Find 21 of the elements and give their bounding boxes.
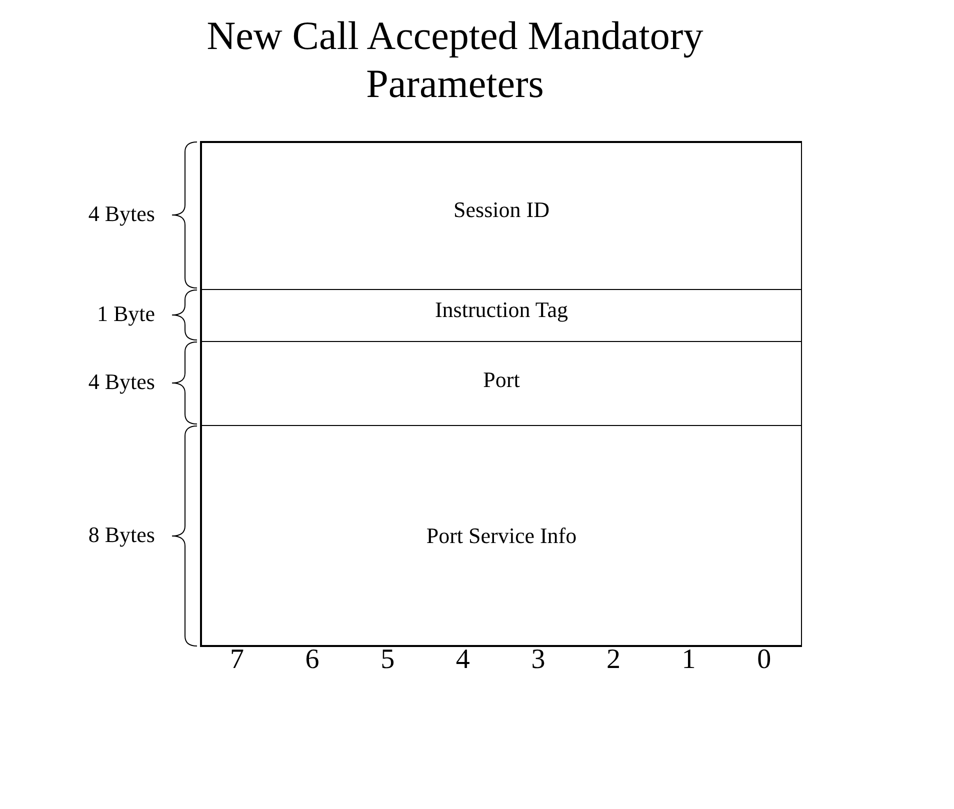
bit-number: 7 [229,644,245,676]
diagram-title: New Call Accepted Mandatory Parameters [206,12,704,108]
bit-number: 1 [680,644,697,676]
field-name: Port [483,366,520,392]
bit-number: 2 [606,644,622,676]
field-name: Port Service Info [426,522,577,548]
field-name: Instruction Tag [434,296,568,322]
bit-number: 6 [304,644,320,676]
bit-number: 4 [454,644,471,676]
size-label: 4 Bytes [88,369,155,395]
field-box [200,289,802,341]
bit-number: 3 [530,644,546,676]
size-label: 1 Byte [96,301,155,327]
size-label: 8 Bytes [88,522,155,548]
bit-number: 5 [380,644,396,676]
field-box [200,425,802,647]
field-box [200,141,802,289]
bit-number: 0 [756,644,772,676]
field-name: Session ID [454,197,550,223]
field-box [200,341,802,425]
size-label: 4 Bytes [88,201,155,227]
